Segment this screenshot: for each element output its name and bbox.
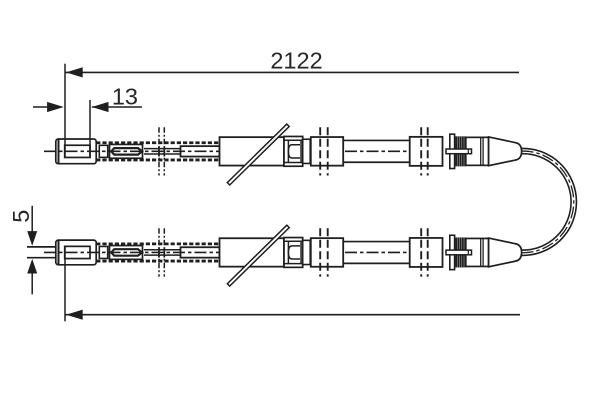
svg-text:5: 5	[8, 210, 34, 223]
svg-text:13: 13	[112, 84, 138, 110]
svg-text:2122: 2122	[270, 48, 322, 74]
